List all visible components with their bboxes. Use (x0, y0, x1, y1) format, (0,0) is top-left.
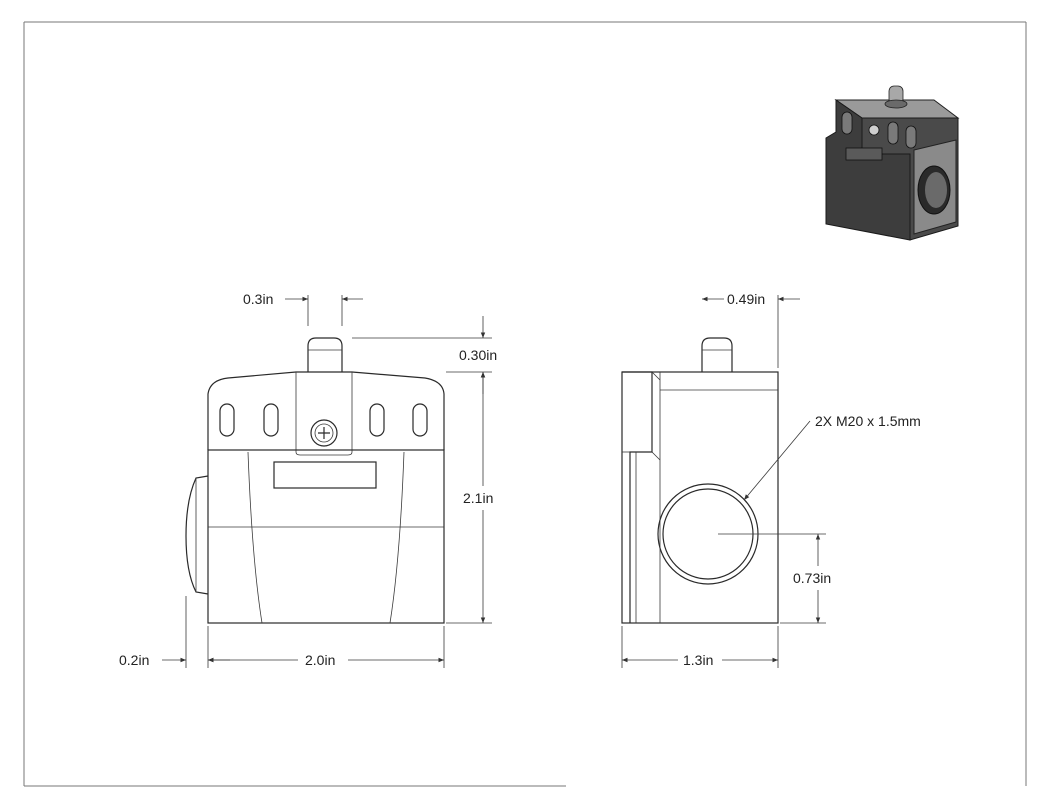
front-plunger (307, 337, 343, 372)
dim-plunger-height: 0.30in (459, 347, 497, 363)
front-head-outline (207, 371, 445, 450)
dim-plunger-width: 0.3in (243, 291, 273, 307)
side-dimensions: 0.49in 0.73in 1.3in (621, 291, 831, 668)
front-conduit-boss (185, 475, 209, 595)
front-view: 0.3in 0.30in 2.1in 2.0in 0.2in (119, 291, 497, 668)
cover-screw (310, 419, 338, 447)
iso-view (825, 85, 960, 241)
thread-callout: 2X M20 x 1.5mm (815, 413, 921, 429)
dim-side-width: 1.3in (683, 652, 713, 668)
dim-boss-depth: 0.2in (119, 652, 149, 668)
side-view: 2X M20 x 1.5mm 0.49in 0.73in 1.3in (621, 291, 921, 668)
mounting-slots (219, 403, 428, 437)
dim-hole-height: 0.73in (793, 570, 831, 586)
dim-plunger-offset: 0.49in (727, 291, 765, 307)
thread-leader (743, 420, 811, 501)
front-dimensions: 0.3in 0.30in 2.1in 2.0in 0.2in (119, 291, 497, 668)
front-body (207, 449, 445, 624)
threaded-hole (657, 483, 826, 585)
label-plate (273, 461, 377, 489)
dim-body-height: 2.1in (463, 490, 493, 506)
dim-body-width: 2.0in (305, 652, 335, 668)
sheet-border (23, 21, 1027, 787)
side-plunger (701, 337, 733, 372)
side-body (621, 371, 779, 624)
